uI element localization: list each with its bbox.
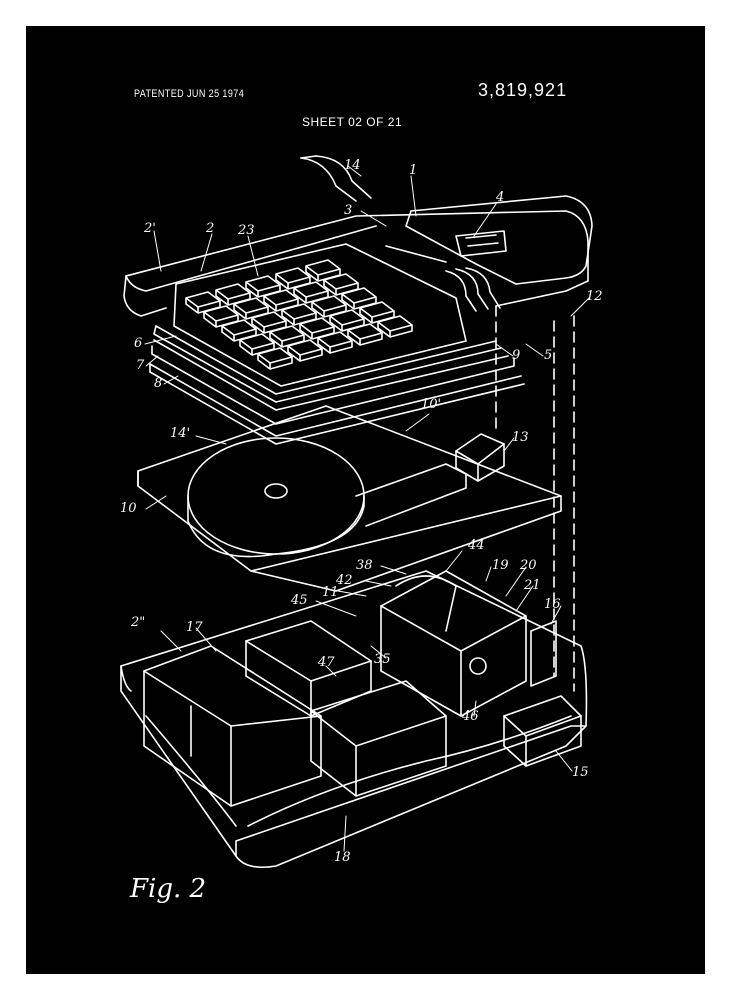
keypad-key xyxy=(359,301,395,324)
leader-lines xyxy=(144,165,590,852)
ref-2: 2 xyxy=(205,221,214,236)
ref-35: 35 xyxy=(374,652,391,667)
keypad-key xyxy=(305,259,341,282)
keypad-key xyxy=(317,331,353,354)
keypad-key xyxy=(311,295,347,318)
ref-14: 14 xyxy=(344,158,361,173)
ref-46: 46 xyxy=(461,709,479,724)
keypad-key xyxy=(257,347,293,370)
ref-5: 5 xyxy=(544,348,552,363)
keypad-key xyxy=(233,297,269,320)
ref-17: 17 xyxy=(186,620,203,635)
ref-19: 19 xyxy=(492,558,509,573)
ref-21: 21 xyxy=(523,578,541,593)
ref-4: 4 xyxy=(495,190,504,205)
keypad-key xyxy=(287,339,323,362)
keypad-key xyxy=(239,333,275,356)
keypad-key xyxy=(329,309,365,332)
ref-8: 8 xyxy=(154,376,162,391)
keypad-key xyxy=(203,305,239,328)
ref-44: 44 xyxy=(467,538,485,553)
ref-9: 9 xyxy=(512,348,520,363)
keypad-key xyxy=(299,317,335,340)
keypad-key xyxy=(281,303,317,326)
ref-42: 42 xyxy=(335,573,353,588)
ref-45: 45 xyxy=(290,593,308,608)
ref-16: 16 xyxy=(544,597,561,612)
ref-7: 7 xyxy=(136,358,145,373)
ref-18: 18 xyxy=(334,850,351,865)
keypad-key xyxy=(341,287,377,310)
ref-23: 23 xyxy=(237,223,255,238)
ref-47: 47 xyxy=(317,655,335,670)
ref-3: 3 xyxy=(344,203,352,218)
keypad-key xyxy=(377,315,413,338)
keypad-key xyxy=(245,275,281,298)
ref-10: 10 xyxy=(120,501,137,516)
ref-2prime: 2' xyxy=(143,221,156,236)
ref-11: 11 xyxy=(322,585,339,600)
ref-12: 12 xyxy=(586,289,603,304)
ref-15: 15 xyxy=(572,765,589,780)
keypad-key xyxy=(275,267,311,290)
figure-label: Fig. 2 xyxy=(130,874,207,904)
ref-14prime: 14' xyxy=(170,426,190,441)
top-housing xyxy=(123,155,593,317)
keypad-key xyxy=(293,281,329,304)
keypad-key xyxy=(323,273,359,296)
ref-10prime: 10' xyxy=(421,397,441,412)
keypad-key xyxy=(347,323,383,346)
ref-2dblprime: 2" xyxy=(130,615,145,630)
keypad-key xyxy=(221,319,257,342)
ref-13: 13 xyxy=(512,430,529,445)
keypad-key xyxy=(263,289,299,312)
patent-drawing: 14 1 2' 2 3 4 23 12 6 7 8 9 5 10' 14' 13… xyxy=(120,155,603,869)
keypad xyxy=(173,243,467,387)
keypad-key xyxy=(269,325,305,348)
patent-date: PATENTED JUN 25 1974 xyxy=(134,88,245,100)
reference-numerals: 14 1 2' 2 3 4 23 12 6 7 8 9 5 10' 14' 13… xyxy=(120,158,603,865)
ref-1: 1 xyxy=(409,163,417,178)
ref-20: 20 xyxy=(519,558,537,573)
keypad-key xyxy=(251,311,287,334)
patent-number: 3,819,921 xyxy=(478,80,568,100)
ref-38: 38 xyxy=(356,558,373,573)
battery-board xyxy=(137,405,562,592)
sheet-number: SHEET 02 OF 21 xyxy=(302,115,403,129)
keypad-key xyxy=(185,291,221,314)
ref-6: 6 xyxy=(134,336,142,351)
keypad-key xyxy=(215,283,251,306)
assembly-lines xyxy=(495,305,575,692)
patent-sheet: PATENTED JUN 25 1974 3,819,921 SHEET 02 … xyxy=(26,26,705,974)
